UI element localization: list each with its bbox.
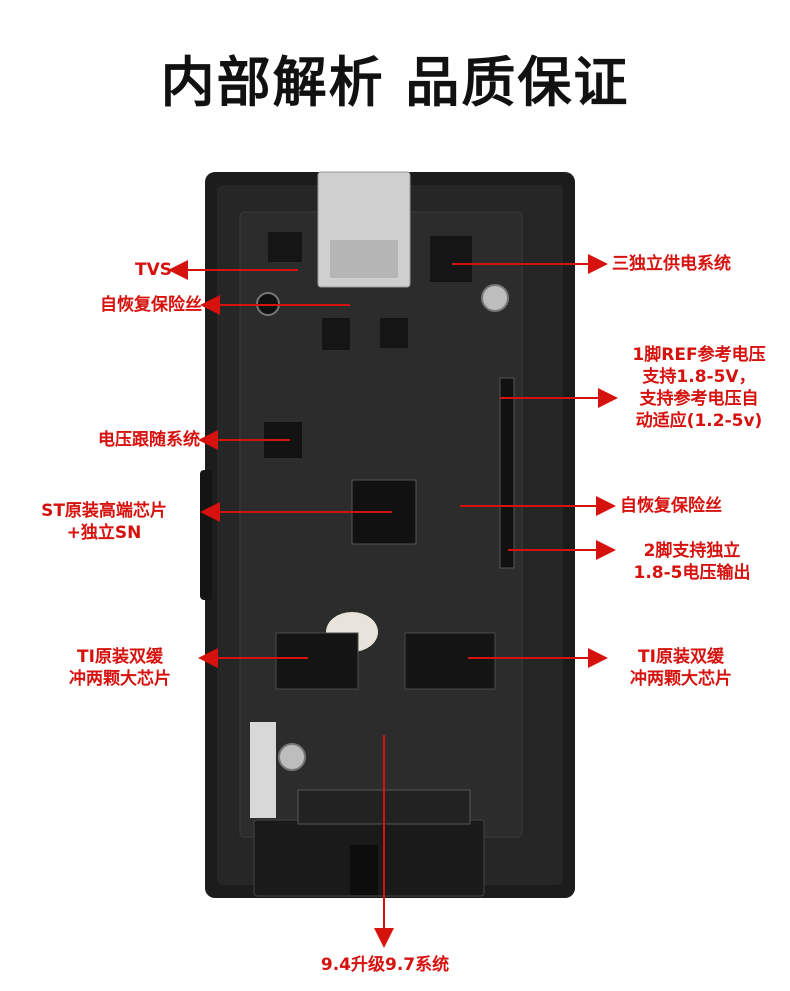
label-ti-right-line1: TI原装双缓 [638, 647, 724, 667]
label-ref-line1: 1脚REF参考电压 [632, 345, 766, 365]
label-ti-right-line2: 冲两颗大芯片 [630, 669, 732, 689]
label-fuse-left: 自恢复保险丝 [100, 295, 202, 315]
label-ti-left: TI原装双缓 冲两颗大芯片 [40, 646, 200, 690]
label-fuse-right: 自恢复保险丝 [620, 496, 722, 516]
label-pin2-line2: 1.8-5电压输出 [633, 563, 751, 583]
label-ref-line2: 支持1.8-5V， [642, 367, 756, 387]
label-voltage-follow: 电压跟随系统 [98, 430, 200, 450]
label-st-chip-line2: +独立SN [66, 523, 142, 543]
regulator-chip [430, 236, 472, 282]
label-ref-line4: 动适应(1.2-5v) [635, 411, 763, 431]
label-ref: 1脚REF参考电压 支持1.8-5V， 支持参考电压自 动适应(1.2-5v) [614, 344, 784, 432]
label-power-supply: 三独立供电系统 [612, 254, 731, 274]
ti-chip-right [404, 632, 496, 690]
ti-chip-left [275, 632, 359, 690]
label-ti-right: TI原装双缓 冲两颗大芯片 [606, 646, 756, 690]
label-st-chip-line1: ST原装高端芯片 [41, 501, 167, 521]
label-upgrade: 9.4升级9.7系统 [320, 955, 450, 975]
label-ti-left-line2: 冲两颗大芯片 [69, 669, 171, 689]
label-ti-left-line1: TI原装双缓 [77, 647, 163, 667]
label-pin2: 2脚支持独立 1.8-5电压输出 [612, 540, 772, 584]
label-ref-line3: 支持参考电压自 [639, 389, 759, 409]
label-tvs: TVS [135, 260, 172, 280]
tvs-component [268, 232, 302, 262]
screw-bottom [278, 743, 306, 771]
label-st-chip: ST原装高端芯片 +独立SN [6, 500, 202, 544]
page-title: 内部解析 品质保证 [160, 51, 630, 114]
screw-top [481, 284, 509, 312]
pin-header-right [499, 377, 515, 569]
label-pin2-line1: 2脚支持独立 [643, 541, 741, 561]
